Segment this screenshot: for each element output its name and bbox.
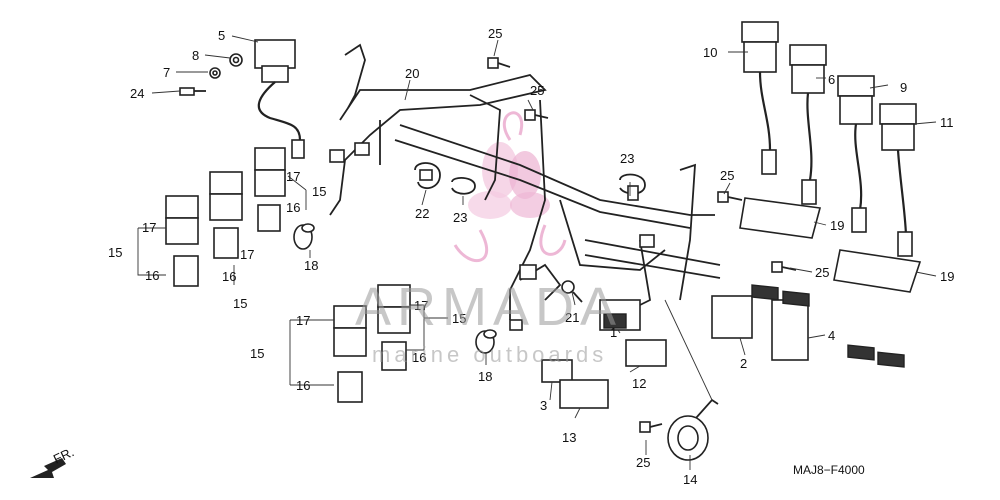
label-2: 2	[740, 356, 747, 371]
label-8: 8	[192, 48, 199, 63]
label-16-left: 16	[145, 268, 159, 283]
part-2-module	[711, 295, 753, 339]
part-5-relay	[254, 39, 305, 159]
label-11: 11	[940, 115, 954, 130]
part-23-clamp-left	[451, 177, 476, 195]
watermark-tagline: marine outboards	[372, 342, 607, 367]
relay-group-bottom	[333, 284, 411, 403]
part-19-panel-upper	[739, 197, 822, 307]
label-15-mid: 15	[233, 296, 247, 311]
part-19-panel-lower	[833, 249, 922, 368]
part-25-bolt-lower-right	[771, 261, 797, 273]
label-21: 21	[565, 310, 579, 325]
leader-lines	[137, 35, 937, 470]
label-18-upper: 18	[304, 258, 318, 273]
label-15-upper: 15	[312, 184, 326, 199]
label-22: 22	[415, 206, 429, 221]
part-3-relay	[541, 359, 573, 383]
label-12: 12	[632, 376, 646, 391]
label-19-upper: 19	[830, 218, 844, 233]
watermark-flower-icon	[453, 111, 567, 263]
part-18-grommet-upper	[293, 223, 315, 250]
label-15-bottom: 15	[250, 346, 264, 361]
label-17-mid: 17	[240, 247, 254, 262]
part-22-clamp	[414, 162, 441, 190]
label-17-left: 17	[142, 220, 156, 235]
part-21-bolt	[561, 280, 583, 303]
label-13: 13	[562, 430, 576, 445]
front-arrow-icon	[30, 458, 66, 478]
label-9: 9	[900, 80, 907, 95]
label-25-mid: 25	[530, 83, 544, 98]
watermark-brand: ARMADA	[355, 277, 622, 337]
label-16-center: 16	[412, 350, 426, 365]
part-11-switch	[879, 103, 917, 257]
part-6-switch	[789, 44, 827, 205]
part-labels: 5 8 7 24 20 25 25 23 25 22 23 10 6 9 11 …	[108, 26, 954, 487]
label-16-bottom: 16	[296, 378, 310, 393]
label-4: 4	[828, 328, 835, 343]
part-1-relay	[599, 299, 641, 331]
label-15-left: 15	[108, 245, 122, 260]
label-17-bottom: 17	[296, 313, 310, 328]
label-16-upper: 16	[286, 200, 300, 215]
part-7-washer	[209, 67, 221, 79]
label-10: 10	[703, 45, 717, 60]
part-14-horn	[664, 299, 719, 461]
front-marker-label: FR.	[51, 444, 76, 466]
label-17-upper: 17	[286, 169, 300, 184]
label-25-bottom: 25	[636, 455, 650, 470]
label-23-left: 23	[453, 210, 467, 225]
label-18-lower: 18	[478, 369, 492, 384]
part-8-washer	[229, 53, 243, 67]
part-24-bolt	[179, 87, 206, 96]
label-25-lower-right: 25	[815, 265, 829, 280]
part-10-switch	[741, 21, 779, 175]
part-4-module	[771, 299, 809, 361]
mounting-frame	[329, 43, 721, 331]
label-15-center: 15	[452, 311, 466, 326]
label-20: 20	[405, 66, 419, 81]
label-7: 7	[163, 65, 170, 80]
label-25-top: 25	[488, 26, 502, 41]
label-23-right: 23	[620, 151, 634, 166]
label-19-lower: 19	[940, 269, 954, 284]
part-25-bolt-right	[717, 191, 743, 203]
part-25-bolt-top	[487, 57, 511, 69]
label-6: 6	[828, 72, 835, 87]
label-16-mid: 16	[222, 269, 236, 284]
label-3: 3	[540, 398, 547, 413]
label-17-center: 17	[414, 298, 428, 313]
relay-group-left	[165, 147, 286, 287]
label-24: 24	[130, 86, 144, 101]
part-9-switch	[837, 75, 875, 233]
part-12-resistor	[625, 339, 667, 367]
part-23-clamp-right	[619, 173, 646, 201]
label-14: 14	[683, 472, 697, 487]
diagram-code: MAJ8−F4000	[793, 463, 865, 477]
part-18-grommet-lower	[475, 329, 497, 354]
part-25-bolt-mid	[524, 109, 549, 121]
part-25-bolt-bottom	[639, 421, 663, 433]
part-13-unit	[559, 379, 609, 409]
label-1: 1	[610, 325, 617, 340]
label-25-right: 25	[720, 168, 734, 183]
label-5: 5	[218, 28, 225, 43]
